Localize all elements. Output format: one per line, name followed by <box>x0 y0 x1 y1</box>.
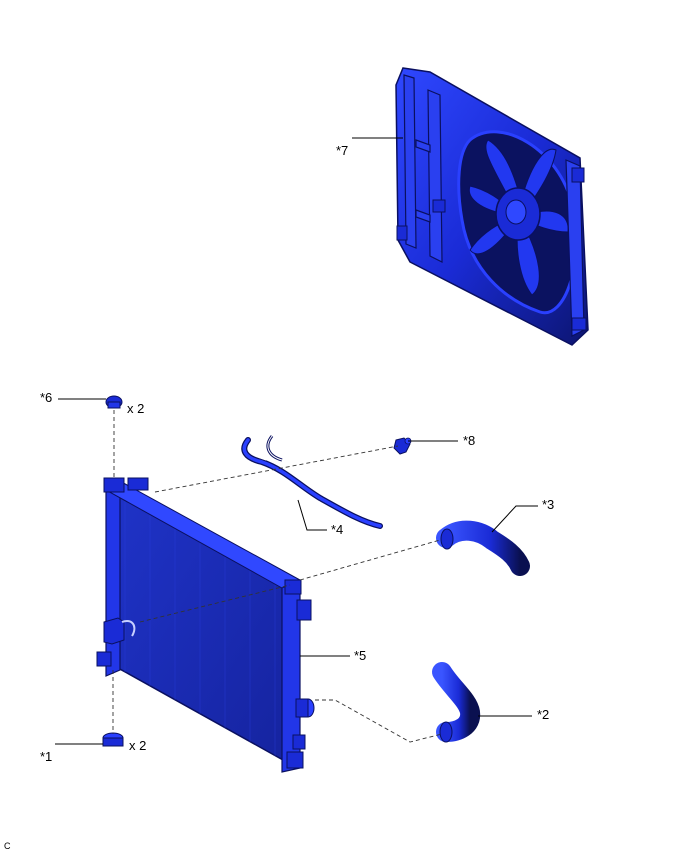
callout-3: *3 <box>542 497 554 512</box>
fan-shroud-tabs <box>396 167 587 331</box>
quantity-1: x 2 <box>129 738 146 753</box>
radiator-side-pipe <box>103 617 125 645</box>
radiator-left-tank <box>105 483 121 677</box>
callout-8: *8 <box>463 433 475 448</box>
assembly-lines <box>112 410 443 743</box>
callout-2: *2 <box>537 707 549 722</box>
upper-radiator-hose <box>436 520 530 576</box>
callout-5: *5 <box>354 648 366 663</box>
callout-1: *1 <box>40 749 52 764</box>
callout-6: *6 <box>40 390 52 405</box>
quantity-6: x 2 <box>127 401 144 416</box>
overflow-hose <box>241 435 383 529</box>
footer-code: C <box>4 841 11 851</box>
lower-support-cushion <box>102 732 124 747</box>
fan-shroud-struts <box>403 74 585 337</box>
radiator-assembly <box>96 477 315 773</box>
radiator-brackets <box>96 477 312 769</box>
leader-lines <box>55 137 538 745</box>
callout-7: *7 <box>336 143 348 158</box>
lower-radiator-hose <box>432 662 481 743</box>
callout-labels: *7 *6 x 2 *8 *4 *3 *5 *2 *1 x 2 C <box>4 143 554 851</box>
upper-support-cushion <box>105 395 123 409</box>
fan-shroud-assembly <box>395 67 589 346</box>
callout-4: *4 <box>331 522 343 537</box>
